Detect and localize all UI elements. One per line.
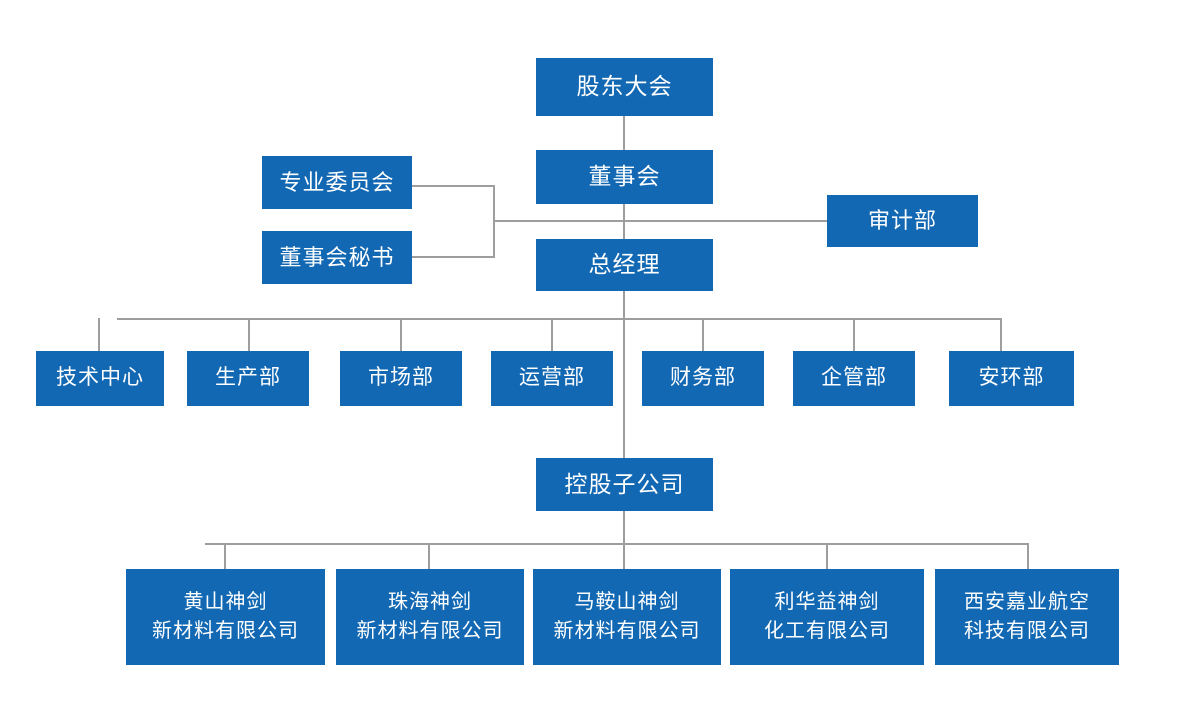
node-subsidiary-label-5: 西安嘉业航空 科技有限公司: [935, 588, 1119, 646]
node-audit-department[interactable]: 审计部: [827, 195, 978, 247]
connector-drop-subsidiary-1: [224, 543, 226, 570]
node-subsidiary-huangshan[interactable]: 黄山神剑 新材料有限公司: [126, 569, 325, 665]
connector-drop-department-6: [853, 318, 855, 351]
connector-department-bus: [117, 318, 1001, 320]
node-department-label-2: 生产部: [215, 366, 281, 390]
connector-holding-to-subsidiaries: [623, 511, 625, 544]
node-department-operations[interactable]: 运营部: [491, 351, 613, 406]
node-department-enterprise-management[interactable]: 企管部: [793, 351, 915, 406]
connector-drop-department-2: [248, 318, 250, 351]
connector-subsidiary-bus: [205, 543, 1028, 545]
node-subsidiary-xian-jiaye[interactable]: 西安嘉业航空 科技有限公司: [935, 569, 1119, 665]
node-holding-subsidiaries[interactable]: 控股子公司: [536, 458, 713, 511]
connector-drop-subsidiary-5: [1027, 543, 1029, 570]
node-department-safety-environment[interactable]: 安环部: [949, 351, 1074, 406]
node-department-label-7: 安环部: [978, 366, 1045, 390]
connector-manager-to-departments: [623, 291, 625, 319]
connector-shareholders-to-board: [623, 116, 625, 151]
node-shareholders-meeting-label: 股东大会: [576, 73, 673, 100]
node-subsidiary-line1-1: 黄山神剑: [183, 591, 268, 613]
node-board-secretary-label: 董事会秘书: [279, 244, 395, 270]
connector-secretary-stub: [411, 256, 495, 258]
node-subsidiary-label-4: 利华益神剑 化工有限公司: [730, 588, 924, 646]
node-subsidiary-line2-1: 新材料有限公司: [152, 620, 299, 642]
node-board-of-directors-label: 董事会: [588, 163, 661, 190]
connector-drop-subsidiary-4: [826, 543, 828, 570]
node-department-production[interactable]: 生产部: [187, 351, 309, 406]
connector-drop-subsidiary-2: [428, 543, 430, 570]
node-department-marketing[interactable]: 市场部: [340, 351, 462, 406]
connector-drop-department-3: [400, 318, 402, 351]
node-subsidiary-label-1: 黄山神剑 新材料有限公司: [126, 588, 325, 646]
node-special-committee-label: 专业委员会: [279, 169, 395, 195]
node-shareholders-meeting[interactable]: 股东大会: [536, 58, 713, 116]
connector-drop-department-7: [1000, 318, 1002, 351]
node-subsidiary-line1-3: 马鞍山神剑: [574, 591, 680, 613]
connector-drop-subsidiary-3: [623, 543, 625, 570]
node-subsidiary-lihuayi[interactable]: 利华益神剑 化工有限公司: [730, 569, 924, 665]
node-department-label-1: 技术中心: [56, 366, 144, 390]
node-subsidiary-line1-4: 利华益神剑: [774, 591, 880, 613]
connector-bracket-to-audit: [493, 220, 829, 222]
node-department-technology-center[interactable]: 技术中心: [36, 351, 164, 406]
node-subsidiary-line1-5: 西安嘉业航空: [964, 591, 1090, 613]
node-general-manager-label: 总经理: [588, 251, 661, 278]
node-department-label-6: 企管部: [821, 366, 887, 390]
node-board-of-directors[interactable]: 董事会: [536, 150, 713, 204]
node-subsidiary-label-3: 马鞍山神剑 新材料有限公司: [533, 588, 721, 646]
node-department-label-5: 财务部: [670, 366, 736, 390]
node-special-committee[interactable]: 专业委员会: [262, 156, 412, 209]
node-subsidiary-line2-5: 科技有限公司: [964, 620, 1090, 642]
node-department-finance[interactable]: 财务部: [642, 351, 764, 406]
node-subsidiary-line2-2: 新材料有限公司: [356, 620, 504, 642]
connector-drop-department-1: [98, 318, 100, 351]
connector-committee-stub: [411, 185, 495, 187]
connector-drop-department-5: [702, 318, 704, 351]
node-general-manager[interactable]: 总经理: [536, 239, 713, 291]
connector-board-to-manager: [623, 204, 625, 240]
node-subsidiary-line2-3: 新材料有限公司: [553, 620, 701, 642]
node-department-label-4: 运营部: [519, 366, 585, 390]
node-subsidiary-maanshan[interactable]: 马鞍山神剑 新材料有限公司: [533, 569, 721, 665]
node-subsidiary-line1-2: 珠海神剑: [388, 591, 472, 613]
node-board-secretary[interactable]: 董事会秘书: [262, 231, 412, 284]
node-audit-department-label: 审计部: [867, 208, 937, 234]
node-subsidiary-line2-4: 化工有限公司: [764, 620, 890, 642]
node-subsidiary-zhuhai[interactable]: 珠海神剑 新材料有限公司: [336, 569, 524, 665]
node-subsidiary-label-2: 珠海神剑 新材料有限公司: [336, 588, 524, 646]
connector-spine-to-holding: [623, 318, 625, 458]
node-holding-subsidiaries-label: 控股子公司: [564, 470, 685, 497]
connector-drop-department-4: [551, 318, 553, 351]
node-department-label-3: 市场部: [368, 366, 434, 390]
